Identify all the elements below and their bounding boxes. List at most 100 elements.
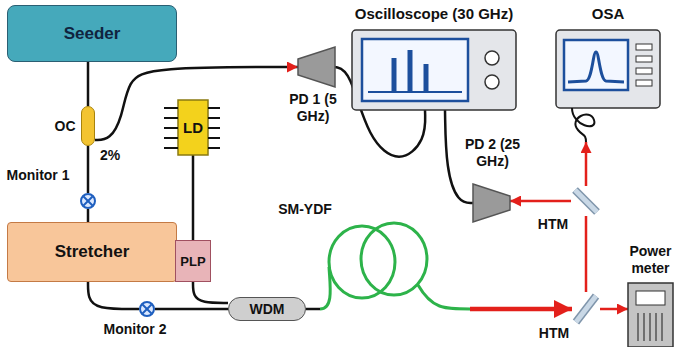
meter-display xyxy=(636,291,665,305)
scope-body xyxy=(352,30,516,110)
pin xyxy=(164,127,178,129)
node-drawing xyxy=(473,184,510,222)
mirror xyxy=(576,296,596,322)
cross xyxy=(84,197,93,206)
laser-beam xyxy=(585,216,588,292)
stretcher-box: Stretcher xyxy=(7,222,177,282)
fiber-coil xyxy=(572,108,594,142)
optical-coupler: OC xyxy=(81,106,95,146)
pin xyxy=(208,117,220,119)
fiber-link xyxy=(87,146,90,193)
node-drawing xyxy=(572,292,600,326)
photodiode xyxy=(298,47,335,87)
part-label: SM-YDF xyxy=(274,201,336,218)
groove xyxy=(637,313,639,341)
monitor-symbol xyxy=(140,302,154,316)
monitor-point: Monitor 1 xyxy=(80,193,96,209)
fiber-loop xyxy=(361,223,427,295)
mirror-face xyxy=(575,190,597,212)
part-label: PD 2 (25 GHz) xyxy=(455,136,530,170)
osa-button xyxy=(636,68,652,74)
meter-body xyxy=(628,283,673,347)
groove xyxy=(661,313,663,341)
gain-fiber-coil: SM-YDF xyxy=(320,215,470,315)
photodiode xyxy=(473,184,510,222)
part-label: PD 1 (5 GHz) xyxy=(282,91,344,125)
laser-beam xyxy=(600,308,628,311)
part-label: Monitor 1 xyxy=(2,167,74,184)
osa-button xyxy=(636,80,652,86)
osa-screen xyxy=(564,40,628,90)
cross xyxy=(143,305,152,314)
part-label: OSA xyxy=(556,5,660,22)
osa-body xyxy=(556,30,660,108)
polarizer: PLP xyxy=(175,240,210,282)
laser-package xyxy=(178,100,208,155)
laser-diode: LD xyxy=(178,100,208,155)
fiber-link xyxy=(445,110,473,203)
monitor-symbol xyxy=(81,194,95,208)
fiber-link xyxy=(87,209,90,222)
node-drawing xyxy=(139,301,155,317)
node-drawing xyxy=(352,30,516,110)
node-drawing xyxy=(320,215,470,315)
pin xyxy=(164,137,178,139)
laser-beam xyxy=(585,142,588,186)
mirror: HTM xyxy=(572,292,600,326)
power-meter: Power meter xyxy=(628,283,673,347)
laser-beam xyxy=(470,307,572,312)
box-label: Stretcher xyxy=(55,242,130,262)
osa-button xyxy=(636,44,652,50)
cross xyxy=(143,305,152,314)
fiber-link xyxy=(306,308,320,311)
part-label: Oscilloscope (30 GHz) xyxy=(334,5,534,22)
pin xyxy=(164,117,178,119)
part-label: HTM xyxy=(536,325,572,342)
part-label: Monitor 2 xyxy=(97,321,173,338)
mirror-face xyxy=(576,296,596,322)
mirror: HTM xyxy=(571,186,601,216)
fiber-link xyxy=(155,308,228,311)
laser-beam xyxy=(510,200,571,203)
fiber-lead xyxy=(418,285,470,309)
scope-knob xyxy=(485,51,499,65)
photodiode: PD 1 (5 GHz) xyxy=(298,47,335,87)
groove xyxy=(655,313,657,341)
fiber-link xyxy=(193,282,228,303)
node-drawing xyxy=(628,283,673,347)
monitor-point: Monitor 2 xyxy=(139,301,155,317)
oscilloscope: Oscilloscope (30 GHz) xyxy=(352,30,516,110)
pin xyxy=(208,127,220,129)
part-label: Power meter xyxy=(628,243,673,277)
fiber-lead xyxy=(320,267,330,309)
osa-instrument: OSA xyxy=(556,30,660,142)
cross xyxy=(84,197,93,206)
scope-screen xyxy=(362,39,468,101)
node-drawing xyxy=(298,47,335,87)
box-label: WDM xyxy=(250,301,285,317)
pin xyxy=(164,147,178,149)
pin xyxy=(164,107,178,109)
box-label: LD xyxy=(183,119,203,136)
pulse-peak xyxy=(424,64,429,92)
node-drawing xyxy=(556,30,660,142)
split-ratio: 2% xyxy=(100,147,120,164)
pulse-peak xyxy=(392,58,397,92)
wdm-coupler: WDM xyxy=(228,297,306,321)
node-drawing xyxy=(80,193,96,209)
fiber-link xyxy=(88,282,139,309)
fiber-link xyxy=(192,155,195,240)
pin xyxy=(208,147,220,149)
pin xyxy=(208,137,220,139)
groove xyxy=(649,313,651,341)
seeder-box: Seeder xyxy=(7,5,177,62)
box-label: PLP xyxy=(180,254,205,269)
part-label: OC xyxy=(52,118,78,135)
mirror xyxy=(575,190,597,212)
osa-button xyxy=(636,56,652,62)
spectrum-trace xyxy=(568,52,624,82)
part-label: HTM xyxy=(535,216,571,233)
node-drawing xyxy=(571,186,601,216)
fiber-link xyxy=(87,62,90,106)
